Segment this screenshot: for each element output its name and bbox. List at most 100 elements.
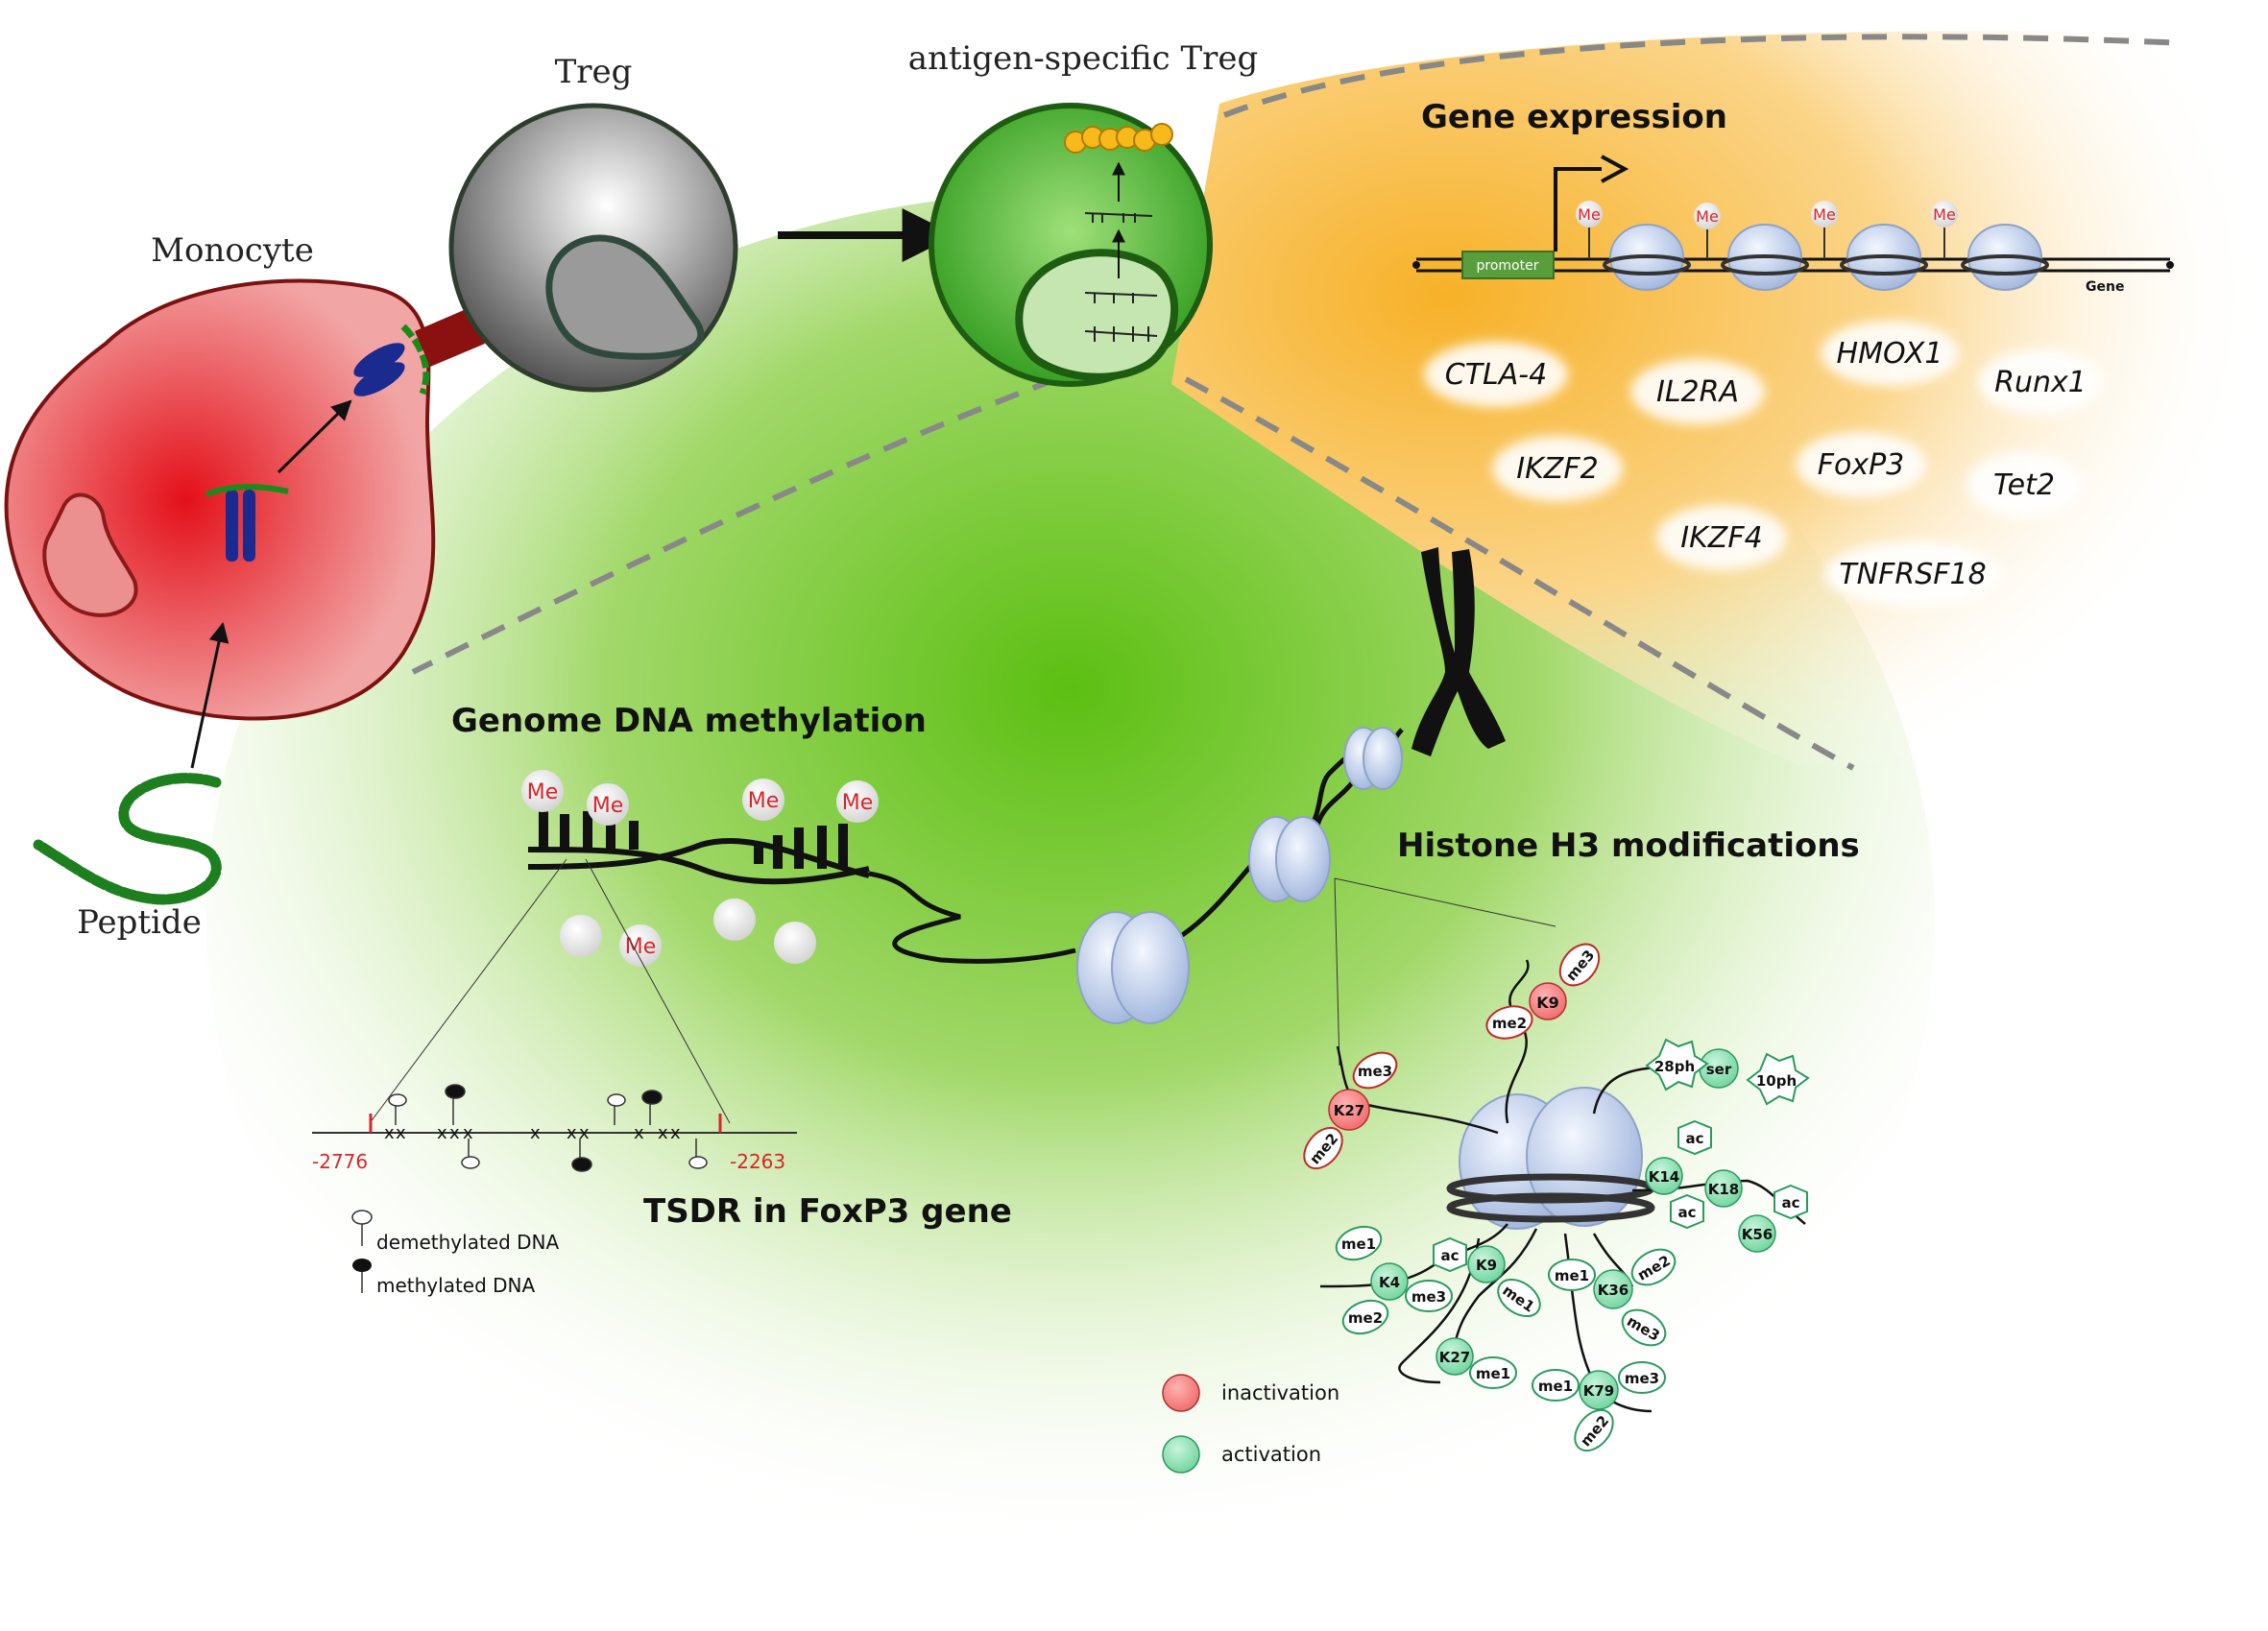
chromosome	[1411, 547, 1506, 756]
tsdr-zoom-line-left	[369, 858, 567, 1124]
promoter-label: promoter	[1477, 258, 1539, 274]
svg-text:x: x	[396, 1123, 406, 1143]
gene-il2ra: IL2RA	[1630, 359, 1765, 424]
svg-text:K27: K27	[1334, 1102, 1365, 1119]
label-peptide: Peptide	[77, 903, 202, 942]
svg-text:K36: K36	[1598, 1282, 1629, 1299]
gene-runx1: Runx1	[1978, 349, 2103, 415]
svg-text:me2: me2	[1348, 1309, 1383, 1327]
svg-text:x: x	[634, 1123, 644, 1143]
peptide-chain	[33, 773, 222, 905]
svg-text:x: x	[463, 1123, 473, 1143]
svg-text:x: x	[567, 1123, 577, 1143]
svg-text:ac: ac	[1685, 1130, 1703, 1147]
gene-ikzf4: IKZF4	[1656, 505, 1787, 570]
histone-title: Histone H3 modifications	[1397, 827, 1860, 865]
transcription-arrow-head	[1601, 155, 1629, 183]
svg-text:IL2RA: IL2RA	[1656, 375, 1739, 409]
antigen-treg-nucleus	[1015, 249, 1179, 381]
transcription-start-arrow	[1554, 167, 1602, 252]
svg-text:Me: Me	[1578, 205, 1601, 224]
gene-line-end-right	[2166, 261, 2174, 269]
tsdr-boundaries	[369, 1114, 722, 1133]
tcr-receptor	[415, 307, 485, 367]
legend-inactivation-dot	[1162, 1374, 1200, 1412]
surface-mhc-top	[353, 343, 405, 377]
promoter-box	[1461, 251, 1555, 279]
svg-text:ac: ac	[1440, 1247, 1459, 1264]
mark-k36: K36 me1 me2 me3	[1548, 1248, 1677, 1347]
antigen-treg-proteins	[1064, 123, 1173, 154]
svg-text:x: x	[449, 1123, 460, 1143]
gene-hmox1: HMOX1	[1821, 321, 1959, 386]
svg-text:IKZF2: IKZF2	[1516, 452, 1598, 486]
mark-k79: K79 me1 me3 me2	[1532, 1361, 1666, 1452]
svg-text:x: x	[579, 1123, 590, 1143]
svg-text:Me: Me	[1933, 205, 1956, 224]
svg-text:K56: K56	[1742, 1226, 1773, 1243]
svg-text:CTLA-4: CTLA-4	[1445, 358, 1547, 392]
monocyte-nucleus	[42, 492, 138, 617]
label-treg: Treg	[555, 53, 633, 91]
svg-text:HMOX1: HMOX1	[1837, 337, 1943, 371]
svg-text:K27: K27	[1439, 1349, 1471, 1366]
svg-text:K14: K14	[1649, 1168, 1680, 1186]
svg-text:x: x	[437, 1123, 447, 1143]
svg-text:ac: ac	[1677, 1204, 1696, 1221]
dna-methylation-title: Genome DNA methylation	[451, 702, 927, 740]
svg-text:me1: me1	[1476, 1365, 1510, 1382]
svg-text:Me: Me	[592, 794, 624, 818]
svg-text:ser: ser	[1706, 1061, 1732, 1078]
label-antigen-specific-treg: antigen-specific Treg	[908, 39, 1259, 78]
surface-peptide	[400, 324, 430, 396]
mark-ser-phospho: ser 28ph 10ph	[1645, 1038, 1810, 1106]
label-monocyte: Monocyte	[151, 231, 314, 270]
svg-text:ac: ac	[1781, 1194, 1799, 1211]
dna-helix	[527, 811, 1076, 964]
svg-text:Me: Me	[527, 780, 559, 804]
legend-activation-dot	[1162, 1435, 1200, 1474]
svg-text:IKZF4: IKZF4	[1680, 521, 1762, 555]
svg-text:me1: me1	[1538, 1378, 1573, 1395]
svg-text:Me: Me	[748, 789, 780, 813]
svg-text:28ph: 28ph	[1654, 1058, 1695, 1075]
svg-text:Me: Me	[1696, 207, 1719, 226]
svg-text:Me: Me	[1813, 205, 1836, 224]
gene-line-end-left	[1412, 261, 1420, 269]
svg-text:me1: me1	[1555, 1267, 1589, 1284]
svg-text:K18: K18	[1708, 1181, 1740, 1198]
histone-nucleosome	[1446, 1087, 1655, 1230]
mhc-molecule-right	[243, 490, 255, 562]
dna-legend	[351, 1210, 373, 1293]
legend-methylated: methylated DNA	[376, 1274, 536, 1297]
svg-text:me1: me1	[1341, 1235, 1376, 1253]
tsdr-position-left: -2776	[312, 1150, 368, 1173]
svg-text:Runx1: Runx1	[1994, 366, 2087, 399]
svg-text:me2: me2	[1492, 1015, 1527, 1032]
mhc-molecule-left	[226, 490, 238, 562]
svg-text:me3: me3	[1411, 1288, 1446, 1306]
gene-foxp3: FoxP3	[1796, 432, 1926, 497]
dashed-boundary-top	[1222, 34, 2185, 118]
legend-activation: activation	[1221, 1443, 1321, 1466]
gene-ctla4: CTLA-4	[1424, 342, 1568, 407]
svg-text:K79: K79	[1583, 1382, 1615, 1400]
mark-k27: K27 me1	[1436, 1337, 1517, 1389]
svg-text:Tet2: Tet2	[1993, 468, 2055, 502]
gene-tet2: Tet2	[1966, 452, 2082, 517]
arrow-mhc-surface	[277, 399, 352, 474]
gene-me-pins: Me Me Me Me	[1576, 201, 1958, 259]
dashed-boundary-right	[1184, 376, 1855, 771]
mark-k27-top: K27 me3 me2	[1303, 1051, 1398, 1170]
histone-zoom-line-left	[1334, 877, 1340, 1067]
svg-text:me3: me3	[1625, 1370, 1659, 1387]
gene-nucleosomes	[1603, 224, 2049, 291]
svg-text:TNFRSF18: TNFRSF18	[1839, 558, 1986, 591]
svg-text:10ph: 10ph	[1756, 1072, 1797, 1090]
svg-text:x: x	[658, 1123, 668, 1143]
svg-text:FoxP3: FoxP3	[1818, 448, 1905, 482]
gene-tnfrsf18: TNFRSF18	[1824, 541, 2001, 607]
chromatin-fiber	[1076, 727, 1404, 1024]
